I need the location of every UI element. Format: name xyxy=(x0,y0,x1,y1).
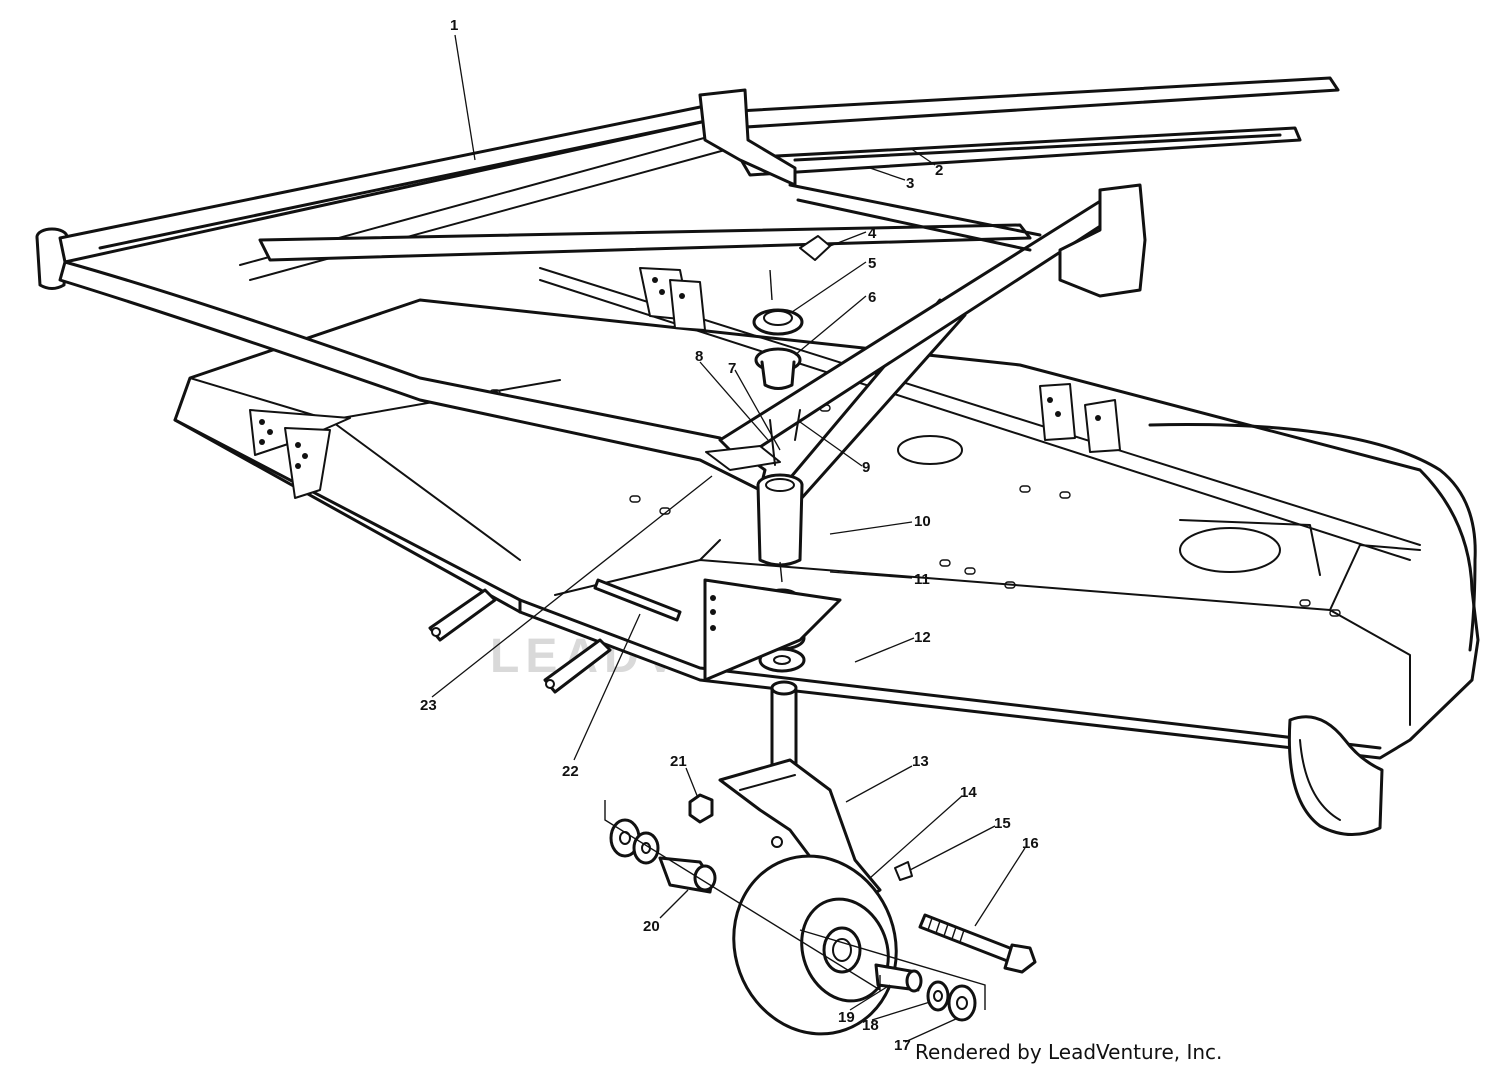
callout-10: 10 xyxy=(914,513,931,530)
callout-17: 17 xyxy=(894,1037,911,1054)
callout-3: 3 xyxy=(906,175,914,192)
credit-text: Rendered by LeadVenture, Inc. xyxy=(915,1040,1223,1064)
callout-14: 14 xyxy=(960,784,977,801)
callout-6: 6 xyxy=(868,289,876,306)
callout-19: 19 xyxy=(838,1009,855,1026)
callout-8: 8 xyxy=(695,348,703,365)
callout-labels: 1 2 3 4 5 6 7 8 9 10 11 12 13 14 15 16 1… xyxy=(420,17,1039,1054)
callout-1: 1 xyxy=(450,17,458,34)
callout-11: 11 xyxy=(914,571,930,588)
callout-2: 2 xyxy=(935,162,943,179)
callout-7: 7 xyxy=(728,360,736,377)
callout-16: 16 xyxy=(1022,835,1039,852)
callout-21: 21 xyxy=(670,753,687,770)
callout-18: 18 xyxy=(862,1017,879,1034)
callout-12: 12 xyxy=(914,629,931,646)
callout-20: 20 xyxy=(643,918,660,935)
hitch-frame xyxy=(35,76,1340,502)
mower-deck xyxy=(173,267,1480,837)
callout-9: 9 xyxy=(862,459,870,476)
leader-lines xyxy=(431,34,1026,1043)
callout-5: 5 xyxy=(868,255,876,272)
callout-13: 13 xyxy=(912,753,929,770)
callout-23: 23 xyxy=(420,697,437,714)
callout-15: 15 xyxy=(994,815,1011,832)
caster-assembly xyxy=(428,235,1037,1036)
callout-22: 22 xyxy=(562,763,579,780)
callout-4: 4 xyxy=(868,225,877,242)
